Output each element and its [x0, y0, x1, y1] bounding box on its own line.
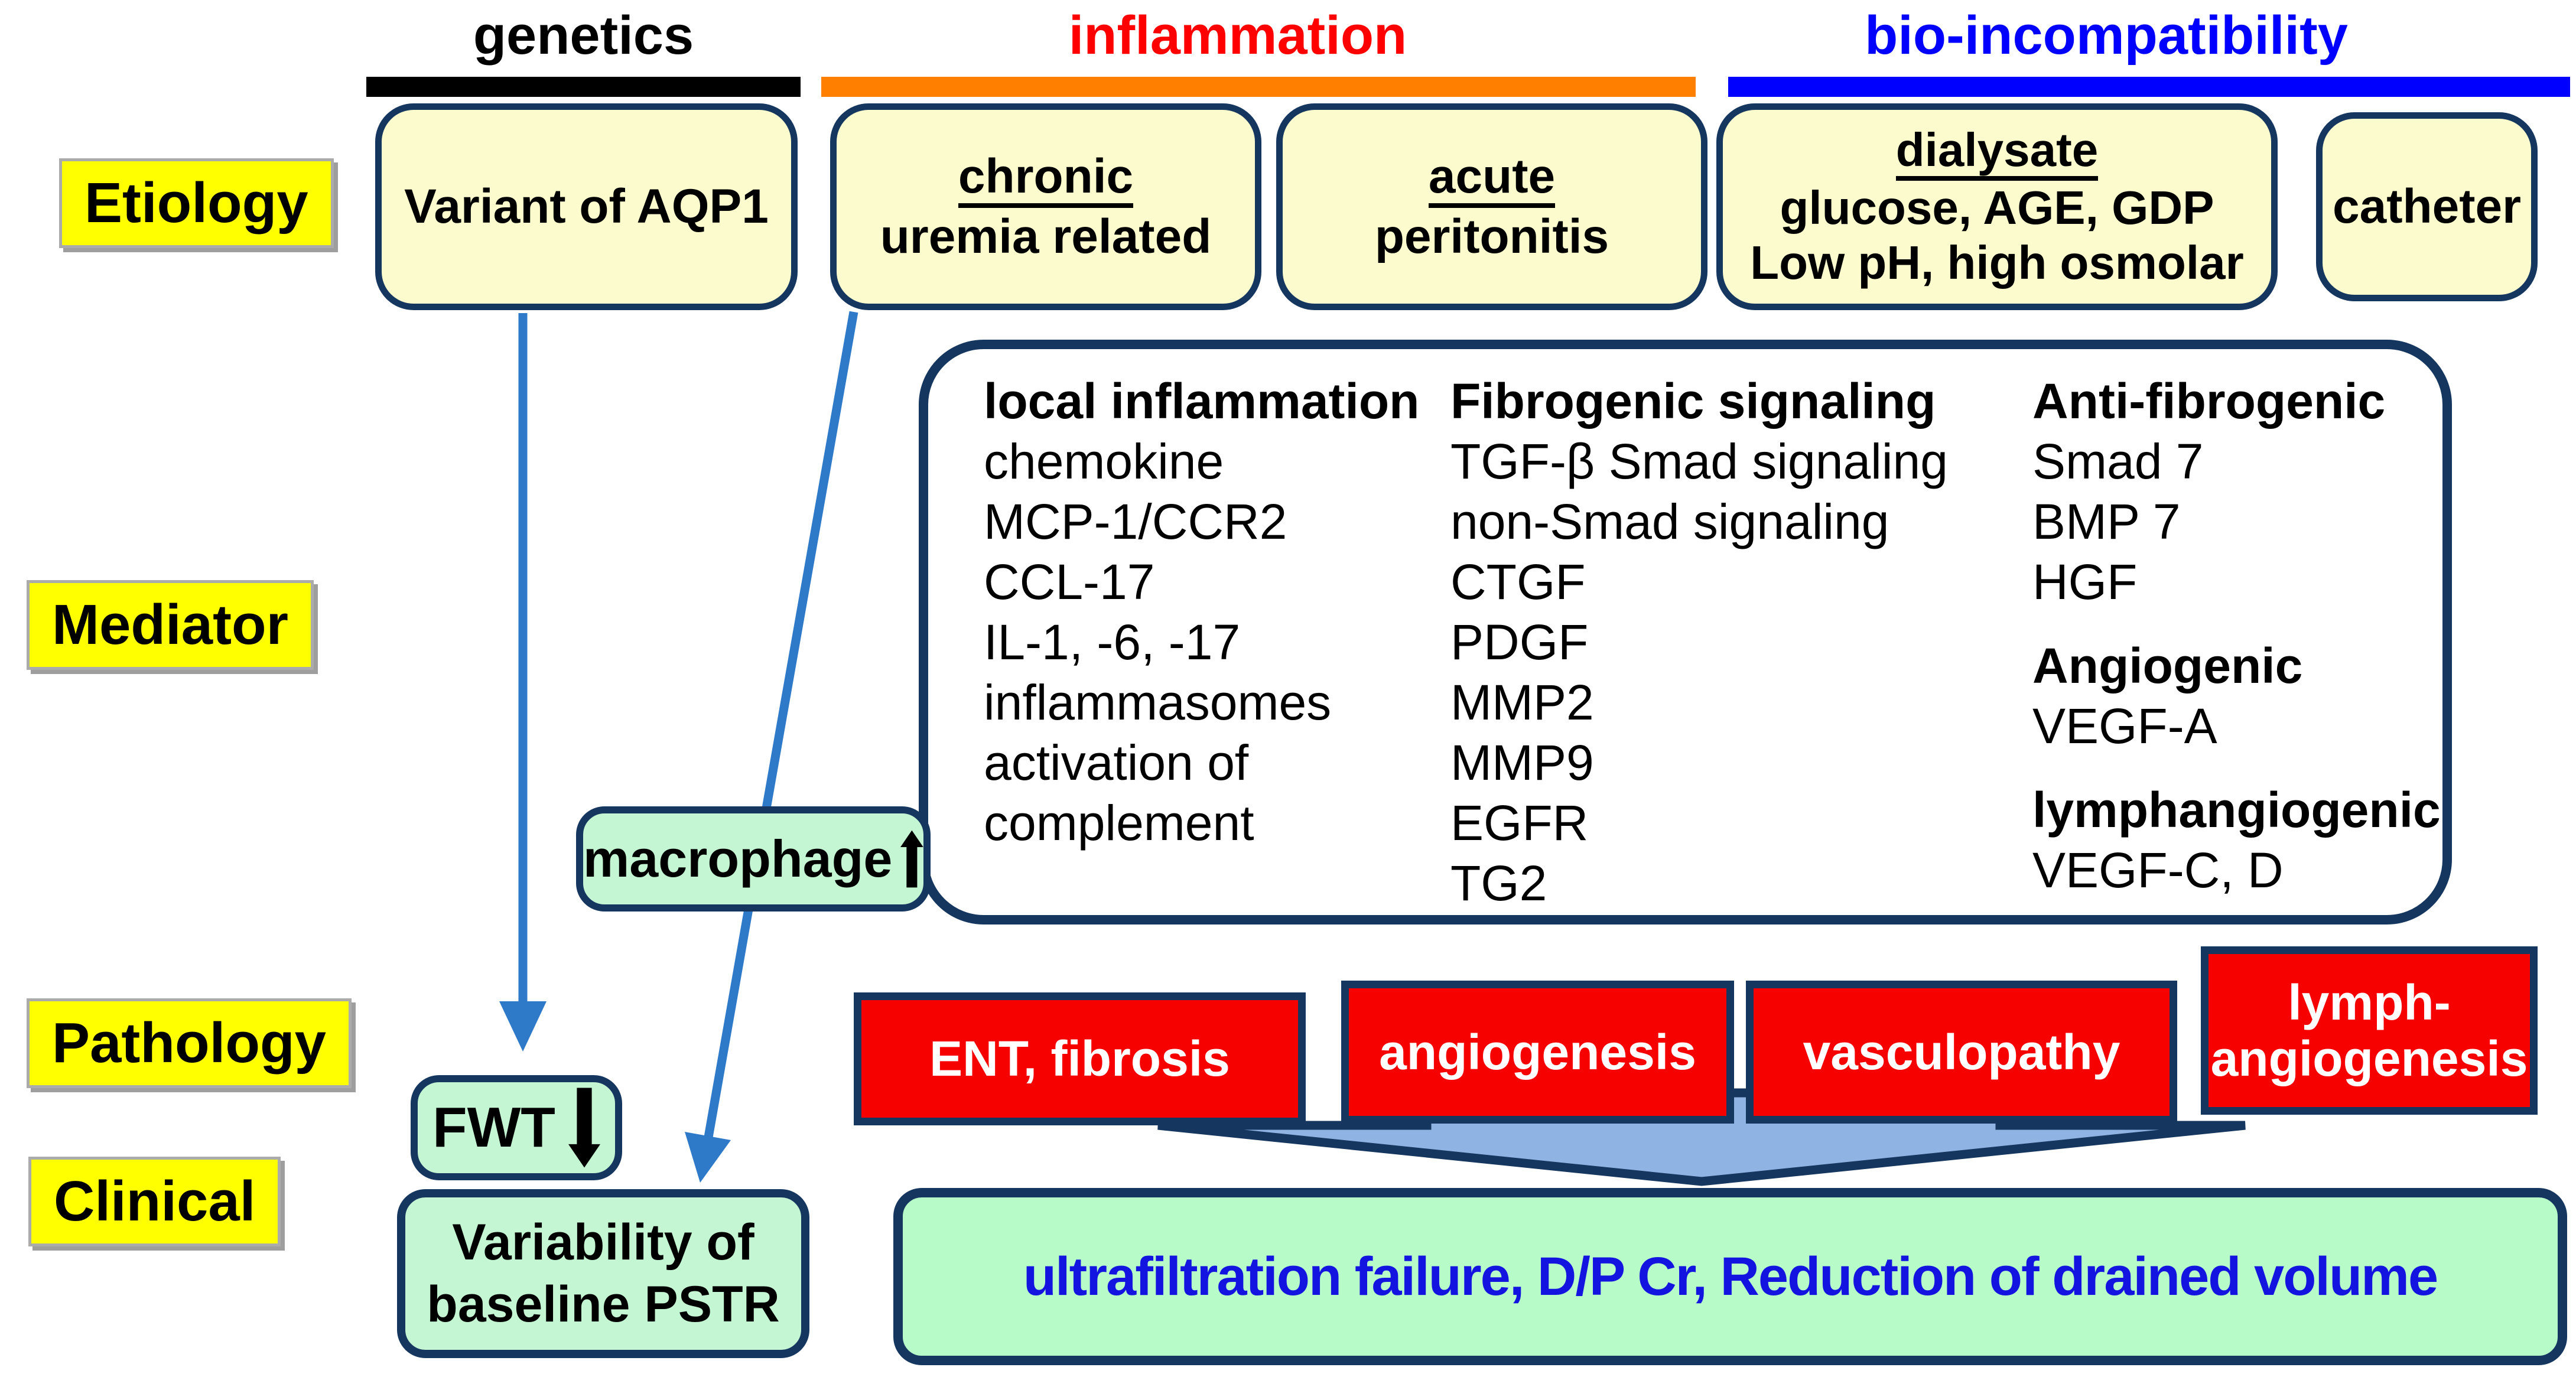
chronic-to-pstr-arrowhead-icon	[685, 1132, 731, 1183]
etiology-box-dialysate: dialysate glucose, AGE, GDP Low pH, high…	[1716, 103, 2278, 310]
aqp1-to-fwt-arrowhead-icon	[499, 1001, 547, 1052]
macrophage-up-arrow-icon	[900, 830, 923, 888]
fwt-down-arrow-icon	[568, 1088, 600, 1168]
lymphangiogenic-header: lymphangiogenic	[2032, 782, 2441, 838]
acute-subtitle: peritonitis	[1374, 209, 1609, 263]
angiogenic-header: Angiogenic	[2032, 638, 2303, 694]
header-bio-incompatibility: bio-incompatibility	[1865, 5, 2348, 66]
clinical-outcome-text: ultrafiltration failure, D/P Cr, Reducti…	[1023, 1246, 2438, 1307]
lymphangiogenic-items: VEGF-C, D	[2032, 842, 2284, 898]
header-genetics: genetics	[473, 5, 694, 66]
row-label-clinical: Clinical	[28, 1157, 281, 1246]
macrophage-label: macrophage	[583, 829, 893, 888]
row-label-mediator: Mediator	[27, 580, 314, 670]
dialysate-line1: glucose, AGE, GDP	[1780, 181, 2214, 235]
etiology-box-catheter: catheter	[2316, 112, 2538, 301]
row-label-pathology: Pathology	[27, 998, 352, 1088]
fwt-label: FWT	[432, 1096, 555, 1159]
pathology-box-vasculopathy: vasculopathy	[1746, 981, 2177, 1124]
pathology-box-angiogenesis: angiogenesis	[1341, 981, 1734, 1124]
pathology-box-lymphangiogenesis: lymph-angiogenesis	[2201, 946, 2538, 1115]
mediator-panel	[919, 340, 2452, 924]
aqp1-text: Variant of AQP1	[404, 179, 769, 233]
fwt-box: FWT	[411, 1075, 622, 1180]
pathology-box-ent-fibrosis: ENT, fibrosis	[854, 992, 1306, 1125]
catheter-text: catheter	[2332, 179, 2522, 233]
dialysate-title: dialysate	[1895, 125, 2099, 181]
bio-incompatibility-underline-bar	[1728, 77, 2570, 97]
header-inflammation: inflammation	[1068, 5, 1407, 66]
etiology-box-acute: acute peritonitis	[1276, 103, 1707, 310]
mediator-column-fibrogenic: Fibrogenic signaling TGF-β Smad signalin…	[1450, 371, 2018, 913]
local-inflammation-header: local inflammation	[984, 373, 1420, 429]
angiogenesis-text: angiogenesis	[1379, 1024, 1696, 1080]
macrophage-box: macrophage	[576, 806, 931, 912]
vasculopathy-text: vasculopathy	[1803, 1024, 2120, 1080]
ent-fibrosis-text: ENT, fibrosis	[929, 1031, 1230, 1087]
genetics-underline-bar	[366, 77, 801, 97]
acute-title: acute	[1428, 151, 1556, 208]
anti-fibrogenic-header: Anti-fibrogenic	[2032, 373, 2386, 429]
row-label-etiology: Etiology	[59, 158, 334, 248]
etiology-box-aqp1: Variant of AQP1	[375, 103, 798, 310]
chronic-subtitle: uremia related	[880, 209, 1212, 263]
lymphangiogenesis-text: lymph-angiogenesis	[2210, 975, 2528, 1086]
dialysate-line2: Low pH, high osmolar	[1750, 236, 2244, 289]
etiology-box-chronic: chronic uremia related	[830, 103, 1261, 310]
inflammation-underline-bar	[821, 77, 1696, 97]
angiogenic-items: VEGF-A	[2032, 698, 2217, 754]
chronic-to-pstr-arrow-line	[704, 311, 858, 1138]
clinical-outcome-box: ultrafiltration failure, D/P Cr, Reducti…	[893, 1188, 2567, 1365]
fibrogenic-header: Fibrogenic signaling	[1450, 373, 1936, 429]
chronic-title: chronic	[958, 151, 1134, 208]
